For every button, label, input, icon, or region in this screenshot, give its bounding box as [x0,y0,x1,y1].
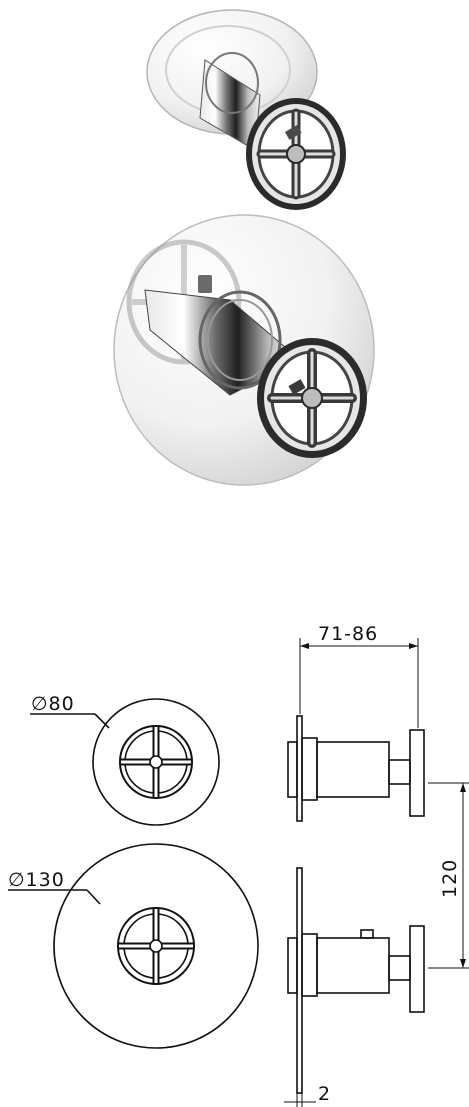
small-trim-render [146,9,346,210]
large-handle-wheel [257,338,367,458]
front-view-small [92,698,220,826]
handle-spacing-label: 120 [439,859,461,898]
large-trim-render [113,214,375,486]
small-diameter-label: ∅80 [31,693,75,715]
plate-thickness-label: 2 [318,1083,331,1105]
large-diameter-label: ∅130 [8,869,65,891]
side-view [287,715,425,1094]
technical-drawing [8,638,469,1107]
front-view-large [53,843,259,1049]
product-render [113,9,375,486]
depth-range-label: 71-86 [318,623,378,645]
small-handle-wheel [246,98,346,210]
